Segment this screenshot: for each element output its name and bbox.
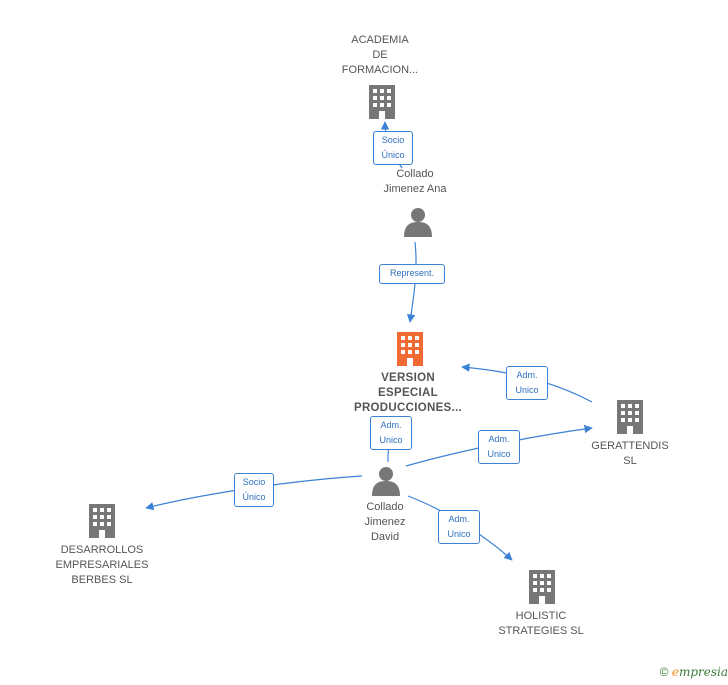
david-person-icon[interactable]: [372, 467, 400, 496]
academia-label[interactable]: ACADEMIA DE FORMACION...: [341, 34, 419, 76]
copyright-symbol: ©: [659, 665, 669, 679]
holistic-building-icon[interactable]: [529, 570, 555, 604]
desarrollos-building-icon[interactable]: [89, 504, 115, 538]
edge-label-david-gerattendis[interactable]: Adm. Unico: [478, 430, 520, 464]
david-label[interactable]: Collado Jimenez David: [364, 501, 406, 543]
holistic-label[interactable]: HOLISTIC STRATEGIES SL: [498, 610, 584, 637]
empresia-logo: empresia: [671, 665, 728, 679]
version-building-icon[interactable]: [397, 332, 423, 366]
edge-label-ana-academia[interactable]: Socio Único: [373, 131, 413, 165]
academia-building-icon[interactable]: [369, 85, 395, 119]
ana-person-icon[interactable]: [404, 208, 432, 237]
edge-label-ana-version[interactable]: Represent.: [379, 264, 445, 284]
edge-label-gerattendis-version[interactable]: Adm. Unico: [506, 366, 548, 400]
desarrollos-label[interactable]: DESARROLLOS EMPRESARIALES BERBES SL: [55, 544, 149, 586]
edge-label-david-version[interactable]: Adm. Unico: [370, 416, 412, 450]
version-label[interactable]: VERSION ESPECIAL PRODUCCIONES...: [353, 372, 462, 414]
edge-label-david-holistic[interactable]: Adm. Unico: [438, 510, 480, 544]
empresia-footer: © empresia: [660, 665, 728, 679]
edge-label-david-desarrollos[interactable]: Socio Único: [234, 473, 274, 507]
ana-label[interactable]: Collado Jimenez Ana: [383, 168, 447, 195]
gerattendis-building-icon[interactable]: [617, 400, 643, 434]
gerattendis-label[interactable]: GERATTENDIS SL: [591, 440, 669, 467]
